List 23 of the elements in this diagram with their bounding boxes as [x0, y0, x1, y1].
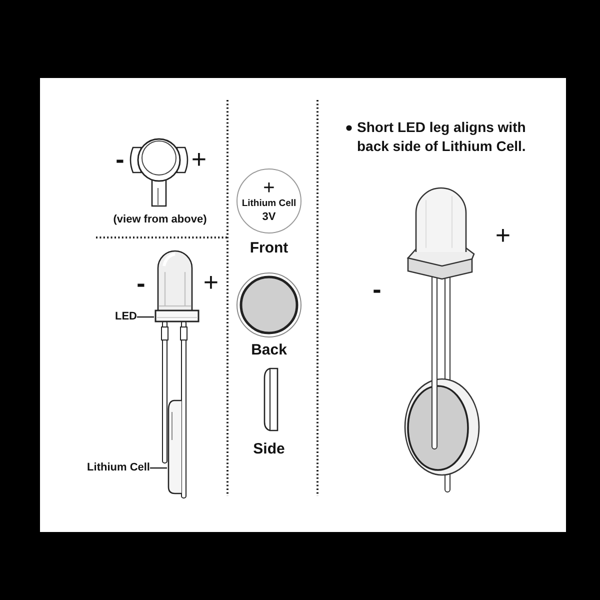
cell-name-text: Lithium Cell	[242, 196, 296, 210]
leader-line	[150, 467, 167, 469]
led-drawing	[154, 249, 200, 323]
coin-cell-back-drawing	[236, 272, 302, 338]
part-label: LED	[115, 312, 137, 322]
polarity-sign: +	[203, 269, 219, 295]
coin-cell-side-drawing	[167, 399, 182, 495]
note-text: Short LED leg aligns with back side of Lithium Cell.	[357, 118, 527, 156]
view-caption: Back	[251, 342, 287, 358]
leader-line	[137, 316, 154, 318]
coin-cell-front-drawing	[236, 168, 302, 234]
polarity-sign: +	[191, 146, 207, 172]
view-caption: Front	[250, 240, 288, 256]
polarity-sign: +	[263, 178, 275, 196]
view-caption: Side	[253, 442, 285, 456]
coin-cell-edge-drawing	[261, 366, 280, 432]
polarity-sign: -	[372, 276, 382, 302]
voltage-text: 3V	[262, 210, 276, 224]
part-label: Lithium Cell	[87, 462, 150, 474]
polarity-sign: -	[116, 146, 124, 172]
view-caption: (view from above)	[113, 214, 207, 226]
polarity-sign: +	[495, 222, 511, 248]
polarity-sign: -	[136, 270, 146, 296]
